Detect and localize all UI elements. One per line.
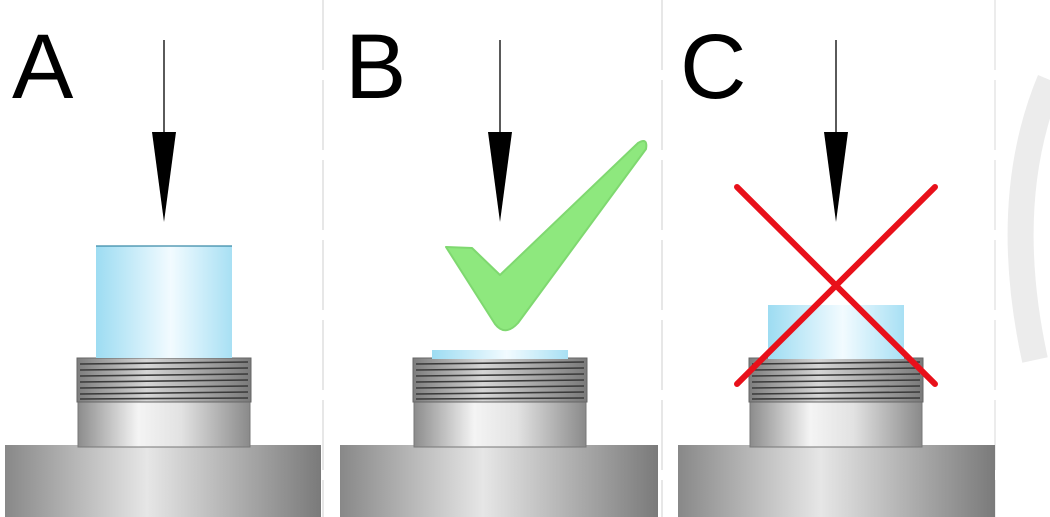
panel-a: A [5, 16, 321, 517]
thread-lines [415, 361, 585, 400]
pin-long [96, 246, 232, 358]
watermark-arc [1007, 75, 1050, 363]
check-mark-icon [445, 140, 648, 332]
thread-lines [79, 361, 249, 400]
panel-c: C [678, 16, 995, 517]
arrow-head-icon [488, 132, 512, 222]
arrow-head-icon [824, 132, 848, 222]
panel-b: B [340, 16, 658, 517]
thread-lines [751, 361, 921, 400]
housing-body [749, 399, 923, 448]
panel-label: B [345, 16, 406, 118]
pin-flush [432, 350, 568, 359]
base-block [340, 445, 658, 517]
housing-body [413, 399, 587, 448]
cross-mark-icon [734, 184, 938, 387]
base-block [5, 445, 321, 517]
housing-body [77, 399, 251, 448]
base-block [678, 445, 995, 517]
arrow-head-icon [152, 132, 176, 222]
panel-label: A [12, 16, 74, 118]
panel-label: C [680, 16, 746, 118]
